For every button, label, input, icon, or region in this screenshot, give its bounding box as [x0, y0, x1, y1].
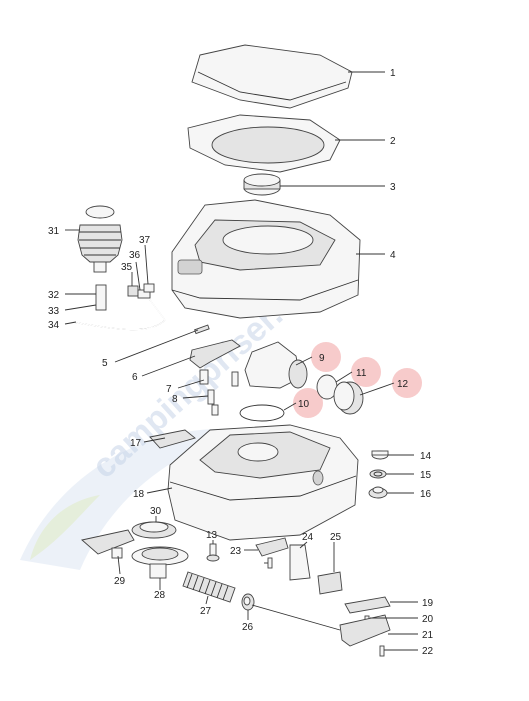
label-2: 2	[390, 136, 396, 147]
part-15-washer	[369, 469, 387, 479]
part-5-screw	[194, 324, 210, 335]
label-14: 14	[420, 451, 432, 462]
label-22: 22	[422, 646, 434, 657]
watermark-leaf-logo	[30, 495, 100, 560]
part-27-spring	[182, 571, 236, 603]
label-24: 24	[302, 532, 314, 543]
part-21-handle	[339, 614, 391, 647]
label-21: 21	[422, 630, 434, 641]
label-36: 36	[129, 250, 141, 261]
part-17-plate	[149, 429, 196, 449]
label-16: 16	[420, 489, 432, 500]
highlight-9	[311, 342, 341, 372]
label-5: 5	[102, 358, 108, 369]
part-29-clip	[111, 547, 123, 559]
part-number-labels: 1 2 3 4 5 6 7 8 9 10 11 12 13 14 15 16 1…	[48, 68, 434, 657]
part-3-cap	[243, 173, 281, 196]
label-37: 37	[139, 235, 151, 246]
part-34-hose-inner	[71, 299, 166, 331]
label-34: 34	[48, 320, 60, 331]
part-29-flap	[81, 529, 135, 555]
label-31: 31	[48, 226, 60, 237]
label-1: 1	[390, 68, 396, 79]
part-32-tube	[95, 284, 107, 311]
part-16-valve	[368, 486, 388, 499]
label-11: 11	[356, 368, 367, 379]
part-7-pin	[199, 369, 209, 385]
highlight-10	[293, 388, 323, 418]
label-10: 10	[298, 399, 310, 410]
part-14-plug	[371, 450, 389, 460]
part-19-slider	[344, 596, 391, 614]
label-4: 4	[390, 250, 396, 261]
part-24-bracket	[289, 544, 311, 581]
part-30-seal	[131, 521, 177, 539]
label-35: 35	[121, 262, 133, 273]
label-20: 20	[422, 614, 434, 625]
label-17: 17	[130, 438, 142, 449]
highlight-11	[351, 357, 381, 387]
label-32: 32	[48, 290, 60, 301]
label-13: 13	[206, 530, 218, 541]
label-3: 3	[390, 182, 396, 193]
part-4-upper-tank	[171, 199, 361, 319]
part-26-knob	[241, 593, 255, 611]
part-22-screw-a	[267, 557, 273, 569]
part-2-seat	[187, 114, 341, 173]
part-8-small-screw	[231, 371, 239, 387]
label-27: 27	[200, 606, 212, 617]
label-7: 7	[166, 384, 172, 395]
part-9-elbow-pipe	[244, 341, 308, 389]
part-37-elbow	[143, 283, 155, 293]
part-8b-screw	[211, 404, 219, 416]
label-25: 25	[330, 532, 342, 543]
part-12-drain-cap	[333, 381, 364, 415]
label-23: 23	[230, 546, 242, 557]
part-34-hose	[71, 299, 166, 331]
part-35-connector	[127, 285, 139, 297]
part-1-lid	[191, 44, 353, 109]
label-26: 26	[242, 622, 254, 633]
watermark-swoosh-logo	[20, 428, 250, 570]
label-18: 18	[133, 489, 145, 500]
label-15: 15	[420, 470, 432, 481]
part-6-lever	[189, 339, 241, 369]
label-29: 29	[114, 576, 126, 587]
part-8-bolt	[207, 389, 215, 405]
label-9: 9	[319, 353, 325, 364]
leader-lines	[64, 71, 418, 651]
part-28-valve-housing	[131, 546, 189, 579]
label-28: 28	[154, 590, 166, 601]
part-18-lower-tank	[167, 424, 359, 541]
part-25-block	[317, 571, 343, 595]
label-33: 33	[48, 306, 60, 317]
label-30: 30	[150, 506, 162, 517]
highlight-12	[392, 368, 422, 398]
label-19: 19	[422, 598, 434, 609]
part-31-bellows-pump	[77, 205, 123, 273]
part-13-bolt	[206, 543, 220, 562]
label-6: 6	[132, 372, 138, 383]
part-21-rod	[251, 604, 341, 631]
part-10-o-ring	[239, 404, 285, 422]
label-8: 8	[172, 394, 178, 405]
part-23-hinge	[255, 537, 289, 557]
part-22-screw-b	[379, 645, 385, 657]
label-12: 12	[397, 379, 409, 390]
